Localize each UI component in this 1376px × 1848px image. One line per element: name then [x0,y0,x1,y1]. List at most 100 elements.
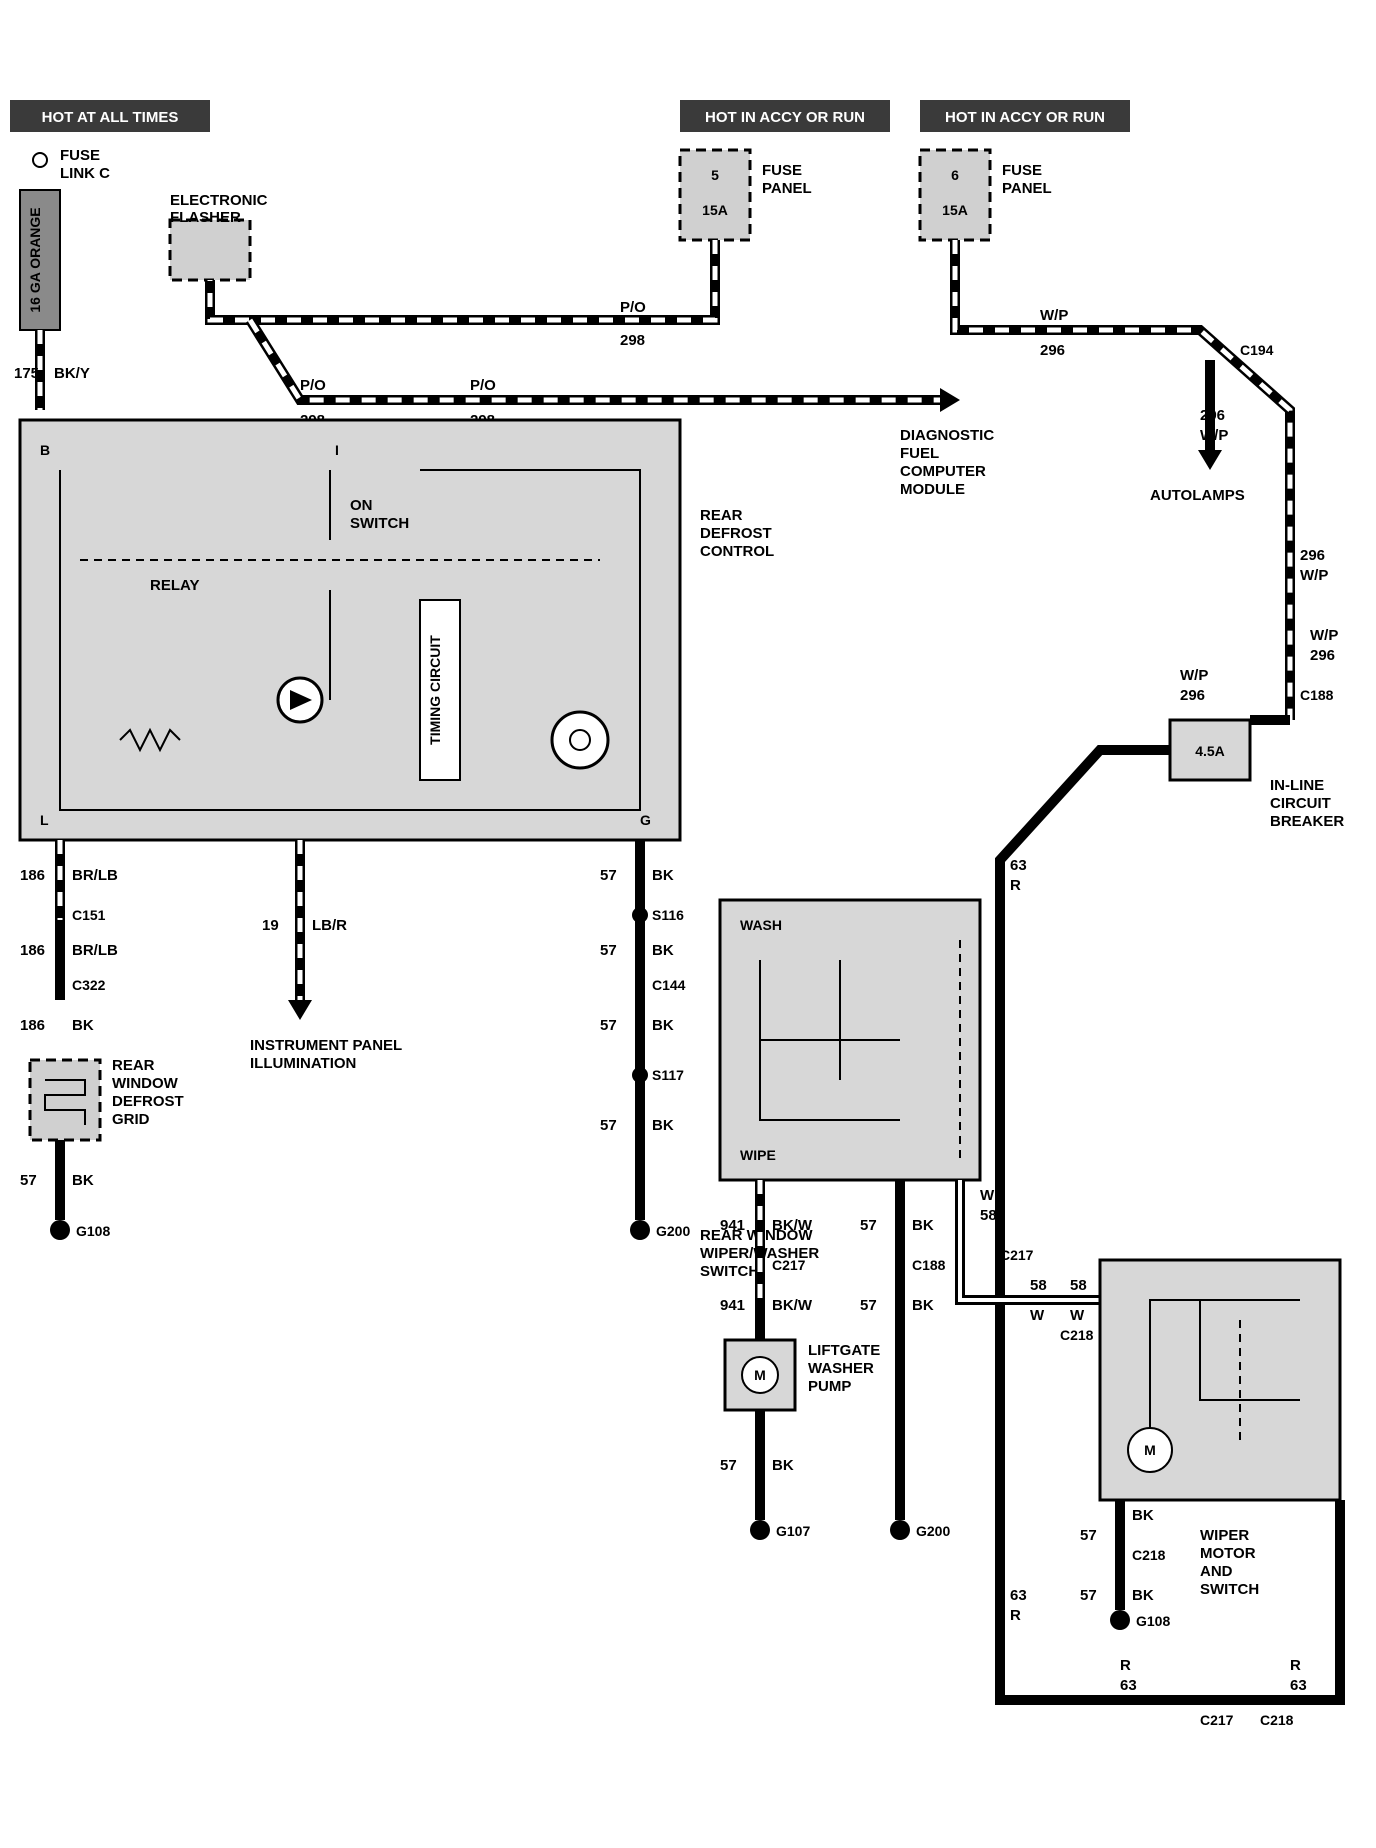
wire-298-a-color: P/O [620,299,646,316]
grid-label-4: GRID [112,1111,150,1128]
instrument-panel-label-1: INSTRUMENT PANEL [250,1037,402,1054]
autolamps-label: AUTOLAMPS [1150,487,1245,504]
liftgate-washer-pump: M LIFTGATE WASHER PUMP [723,1338,880,1412]
connector-c194: C194 [1240,342,1274,358]
fuse-panel-5: 5 15A FUSE PANEL [678,148,812,242]
splice-s116: S116 [652,907,684,923]
wire-186-a-num: 186 [20,867,45,884]
connector-c188-b: C188 [912,1257,946,1273]
diag-label-2: FUEL [900,445,939,462]
pin-i: I [335,442,339,458]
arrow-icon [1198,450,1222,470]
pump-label-3: PUMP [808,1378,851,1395]
connector-c218-a: C218 [1260,1712,1294,1728]
flasher-label-1: ELECTRONIC [170,192,268,209]
wire-186-c-num: 186 [20,1017,45,1034]
connector-c218-c: C218 [1132,1547,1166,1563]
motor-icon [741,1356,779,1394]
band-label: HOT IN ACCY OR RUN [705,109,865,126]
wire-58-b-num: 58 [1030,1277,1047,1294]
wire-57-g4-num: 57 [600,1117,617,1134]
wire-186-a-color: BR/LB [72,867,118,884]
wire-296-d-color: W/P [1310,627,1338,644]
wire-296-c-color: W/P [1300,567,1328,584]
wiper-motor-label-3: AND [1200,1563,1233,1580]
wiper-motor-label-1: WIPER [1200,1527,1249,1544]
grid-label-2: WINDOW [112,1075,179,1092]
wipe-label: WIPE [740,1147,776,1163]
wire-57-motor-a-num: 57 [1080,1527,1097,1544]
wire-63-c-color: R [1120,1657,1131,1674]
wire-57-motor-b-color: BK [1132,1587,1154,1604]
band-label: HOT AT ALL TIMES [42,109,179,126]
wire-57-g1-color: BK [652,867,674,884]
wire-296-e-color: W/P [1180,667,1208,684]
connector-c188-a: C188 [1300,687,1334,703]
pin-b: B [40,442,50,458]
fuse-link-label-2: LINK C [60,165,110,182]
wire-57-g1-num: 57 [600,867,617,884]
wire-57-pump-color: BK [772,1457,794,1474]
wire-186-c-color: BK [72,1017,94,1034]
flasher-label-2: FLASHER [170,209,241,226]
fuse-6-number: 6 [951,167,959,183]
wiper-motor-label-2: MOTOR [1200,1545,1256,1562]
in-line-circuit-breaker: 4.5A IN-LINE CIRCUIT BREAKER [1168,718,1344,830]
relay-label: RELAY [150,577,199,594]
breaker-label-3: BREAKER [1270,813,1344,830]
fuse-panel-5-label-2: PANEL [762,180,812,197]
wire-58-b-color: W [1030,1307,1045,1324]
wire-57-c188-b-num: 57 [860,1297,877,1314]
wire-298-c-color: P/O [470,377,496,394]
defrost-control-label-1: REAR [700,507,743,524]
pin-l: L [40,812,49,828]
wire-296-c-num: 296 [1300,547,1325,564]
wire-298-a-num: 298 [620,332,645,349]
connector-c217-a: C217 [1200,1712,1234,1728]
pump-motor-label: M [754,1367,766,1383]
power-band-hot-accy-run-b: HOT IN ACCY OR RUN [920,100,1130,132]
ground-g200-a: G200 [656,1223,690,1239]
wire-57-g2-color: BK [652,942,674,959]
fuse-link-c: FUSE LINK C 16 GA ORANGE [19,147,110,331]
rear-defrost-control: REAR DEFROST CONTROL B I L G RELAY TIMIN… [18,418,774,842]
wire-57-g3-num: 57 [600,1017,617,1034]
wire-57-g4-color: BK [652,1117,674,1134]
defrost-control-label-2: DEFROST [700,525,772,542]
breaker-label-2: CIRCUIT [1270,795,1331,812]
wire-19-num: 19 [262,917,279,934]
wire-63-a-color: R [1010,877,1021,894]
fuse-5-number: 5 [711,167,719,183]
wire-63-d-color: R [1290,1657,1301,1674]
wire-63-b-color: R [1010,1607,1021,1624]
wire-186-b-num: 186 [20,942,45,959]
wire-57-pump-num: 57 [720,1457,737,1474]
wire-57-grid-num: 57 [20,1172,37,1189]
breaker-rating: 4.5A [1195,743,1225,759]
grid-label-3: DEFROST [112,1093,184,1110]
ground-icon [630,1220,650,1240]
diag-label-4: MODULE [900,481,965,498]
wire-57-motor-a-color: BK [1132,1507,1154,1524]
wire-58-c-color: W [1070,1307,1085,1324]
wire-296-a-num: 296 [1040,342,1065,359]
ground-icon [1110,1610,1130,1630]
wire-298-b-color: P/O [300,377,326,394]
wire-175-color: BK/Y [54,365,90,382]
wash-label: WASH [740,917,782,933]
wire-63-a-num: 63 [1010,857,1027,874]
wire-57-c188-a-color: BK [912,1217,934,1234]
fuse-panel-6-label-2: PANEL [1002,180,1052,197]
wiper-motor-and-switch: M WIPER MOTOR AND SWITCH [1098,1258,1342,1598]
wire-175-num: 175 [14,365,39,382]
ground-icon [750,1520,770,1540]
ground-icon [890,1520,910,1540]
fuse-5-rating: 15A [702,202,728,218]
breaker-label-1: IN-LINE [1270,777,1324,794]
wire-941-a-num: 941 [720,1217,745,1234]
fuse-panel-6: 6 15A FUSE PANEL [918,148,1052,242]
connector-c217-c: C217 [1000,1247,1034,1263]
ground-g200-b: G200 [916,1523,950,1539]
wire-63-b-num: 63 [1010,1587,1027,1604]
